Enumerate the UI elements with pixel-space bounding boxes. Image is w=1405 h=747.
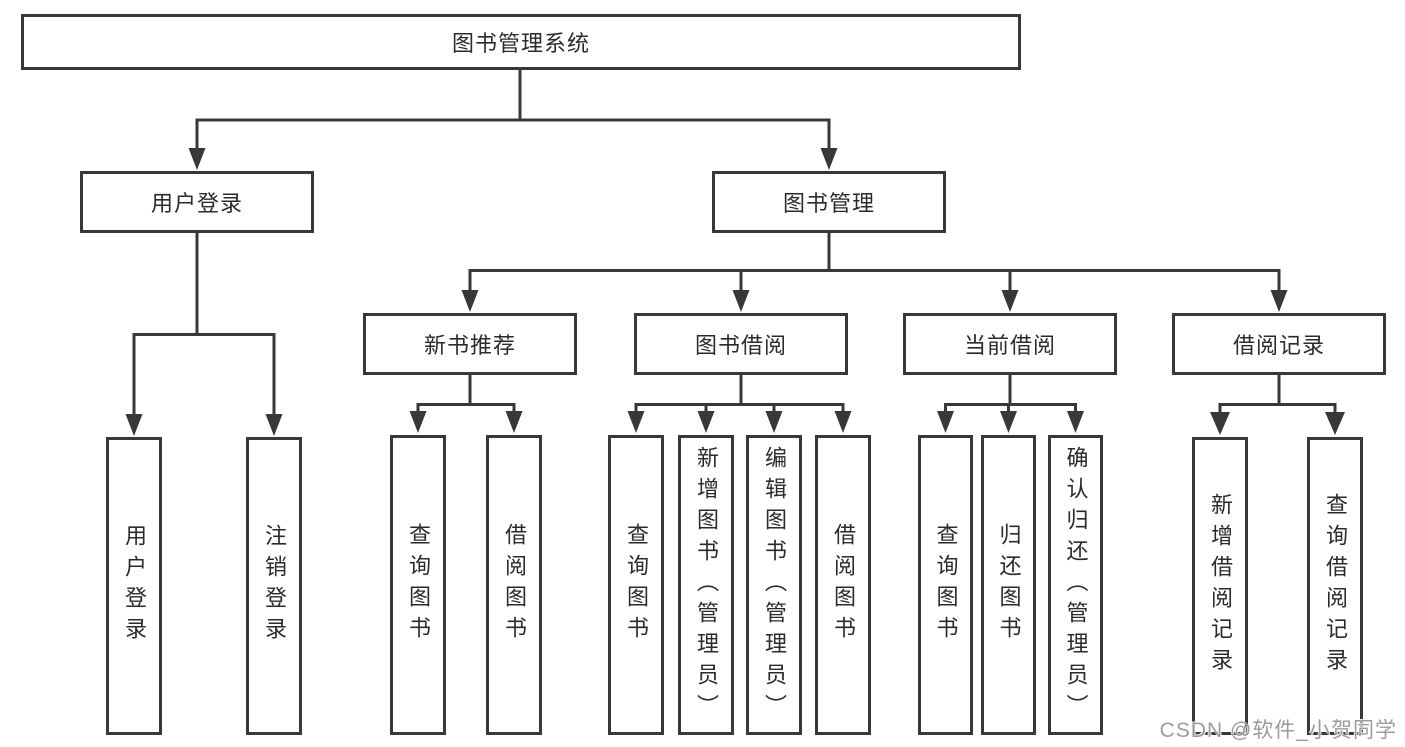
leaf-query-book: 查询图书 (608, 435, 664, 735)
leaf-query-book: 查询图书 (390, 435, 446, 735)
leaf-query-borrow-record: 查询借阅记录 (1307, 437, 1363, 735)
node-label: 新增图书（管理员） (694, 445, 719, 725)
leaf-confirm-return-admin: 确认归还（管理员） (1048, 435, 1103, 735)
node-label: 图书借阅 (694, 333, 787, 358)
node-label: 图书管理 (782, 191, 875, 216)
node-label: 确认归还（管理员） (1063, 445, 1089, 725)
node-book-borrowing: 图书借阅 (634, 313, 848, 375)
leaf-borrow-book: 借阅图书 (815, 435, 871, 735)
node-label: 借阅记录 (1232, 333, 1325, 358)
node-label: 归还图书 (996, 523, 1022, 647)
leaf-user-login: 用户登录 (106, 437, 162, 735)
node-label: 新书推荐 (423, 333, 516, 358)
node-label: 新增借阅记录 (1208, 493, 1233, 679)
node-label: 查询图书 (933, 523, 959, 647)
leaf-query-book: 查询图书 (918, 435, 973, 735)
leaf-borrow-book: 借阅图书 (486, 435, 542, 735)
node-library-management-system: 图书管理系统 (21, 14, 1021, 70)
leaf-return-book: 归还图书 (981, 435, 1036, 735)
node-borrow-records: 借阅记录 (1172, 313, 1386, 375)
node-label: 查询图书 (406, 523, 431, 647)
leaf-logout: 注销登录 (246, 437, 302, 735)
arrowheads (125, 148, 1345, 436)
node-current-borrowing: 当前借阅 (903, 313, 1117, 375)
node-label: 借阅图书 (502, 523, 527, 647)
leaf-add-borrow-record: 新增借阅记录 (1192, 437, 1248, 735)
node-label: 用户登录 (122, 524, 147, 648)
leaf-add-book-admin: 新增图书（管理员） (678, 435, 734, 735)
node-user-login: 用户登录 (80, 171, 314, 233)
csdn-watermark: CSDN @软件_小贺同学 (1159, 719, 1397, 742)
node-book-management: 图书管理 (712, 171, 946, 233)
node-label: 当前借阅 (963, 333, 1056, 358)
leaf-edit-book-admin: 编辑图书（管理员） (746, 435, 802, 735)
node-label: 借阅图书 (831, 523, 856, 647)
node-label: 用户登录 (150, 191, 243, 216)
node-label: 查询借阅记录 (1323, 493, 1348, 679)
node-label: 查询图书 (624, 523, 649, 647)
node-label: 注销登录 (262, 524, 287, 648)
node-label: 图书管理系统 (451, 31, 590, 56)
node-new-book-recommend: 新书推荐 (363, 313, 577, 375)
node-label: 编辑图书（管理员） (762, 445, 787, 725)
